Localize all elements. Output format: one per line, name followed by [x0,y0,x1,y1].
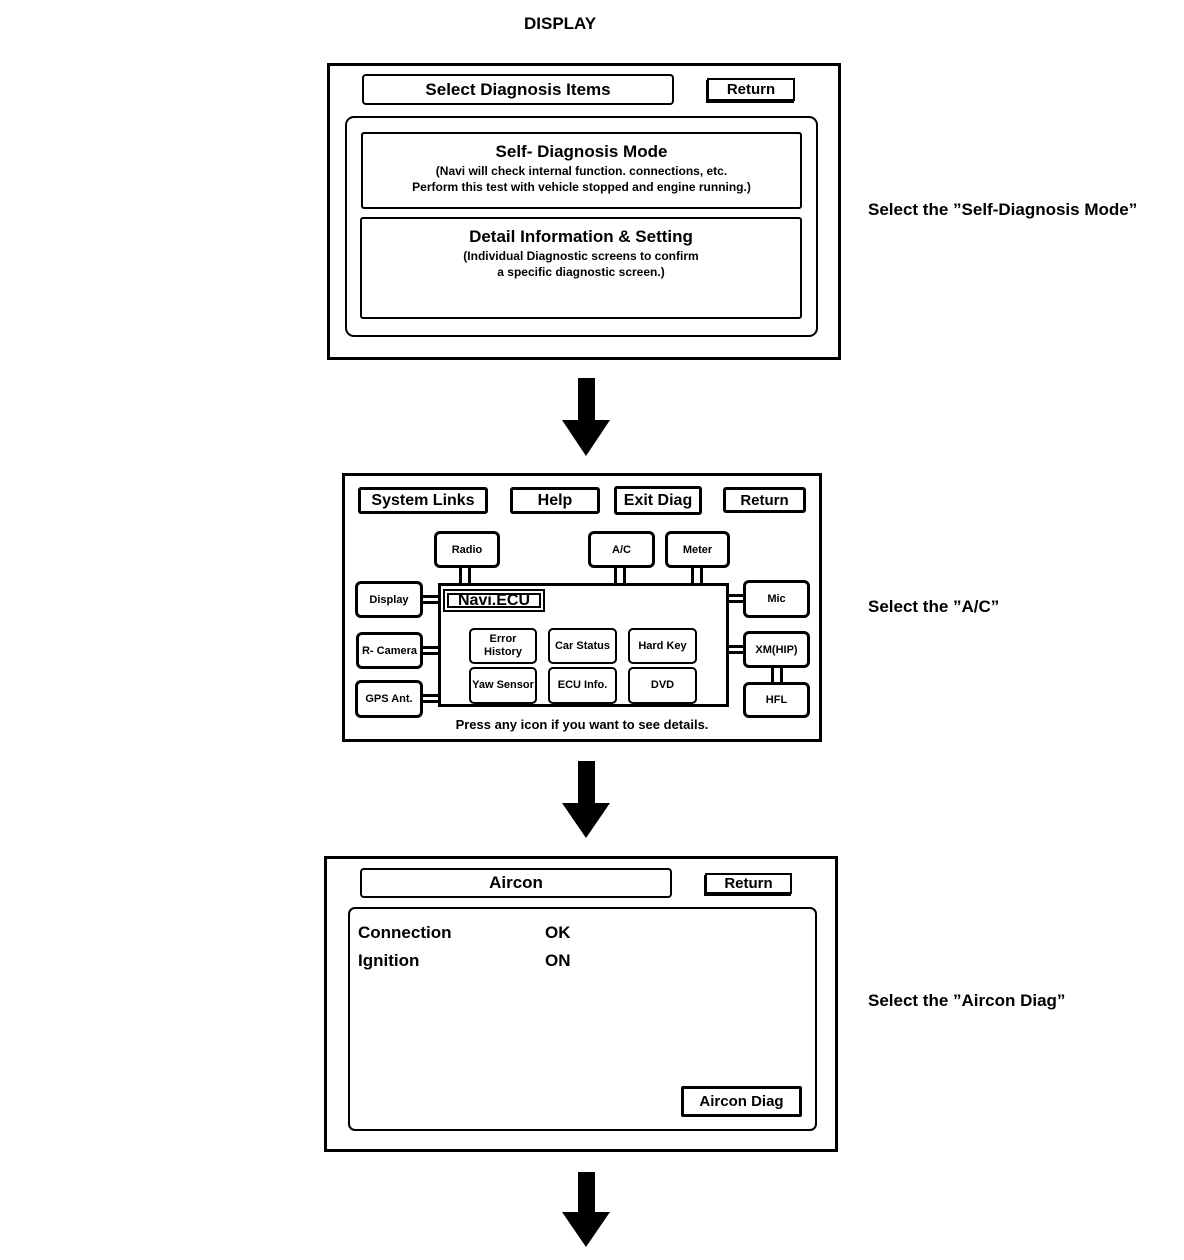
status-value: ON [545,951,571,970]
status-row-connection: Connection OK [358,919,571,947]
option-description-line: a specific diagnostic screen.) [497,265,665,279]
connector-radio [459,568,471,583]
connector-gps-ant [423,694,438,703]
gps-ant-node[interactable]: GPS Ant. [355,680,423,718]
car-status-button[interactable]: Car Status [548,628,617,664]
option-description-line: (Individual Diagnostic screens to confir… [463,249,699,263]
xm-hip-node[interactable]: XM(HIP) [743,631,810,668]
system-links-button[interactable]: System Links [358,487,488,514]
status-value: OK [545,923,571,942]
aircon-status-panel: Connection OK Ignition ON Aircon Diag [348,907,817,1131]
status-label: Ignition [358,951,420,970]
flow-arrow-down-icon [562,1172,610,1247]
option-description-line: Perform this test with vehicle stopped a… [412,180,751,194]
self-diagnosis-mode-option[interactable]: Self- Diagnosis Mode (Navi will check in… [361,132,802,209]
annotation-select-self-diagnosis-mode: Select the ”Self-Diagnosis Mode” [868,200,1138,219]
screen1-title: Select Diagnosis Items [362,74,674,105]
hfl-node[interactable]: HFL [743,682,810,718]
screen2-return-button[interactable]: Return [723,487,806,513]
dvd-button[interactable]: DVD [628,667,697,704]
error-history-button[interactable]: Error History [469,628,537,664]
screen-aircon: Aircon Return Connection OK Ignition ON … [324,856,838,1152]
screen2-footer-note: Press any icon if you want to see detail… [455,717,709,732]
radio-node[interactable]: Radio [434,531,500,568]
ac-node[interactable]: A/C [588,531,655,568]
status-label: Connection [358,923,452,942]
navi-ecu-label-box: Navi.ECU [443,589,545,612]
hard-key-button[interactable]: Hard Key [628,628,697,664]
screen-system-links: System Links Help Exit Diag Return Radio… [342,473,822,742]
connector-display [423,595,438,604]
yaw-sensor-button[interactable]: Yaw Sensor [469,667,537,704]
aircon-diag-button[interactable]: Aircon Diag [681,1086,802,1117]
option-heading: Self- Diagnosis Mode [495,142,668,161]
display-node[interactable]: Display [355,581,423,618]
mic-node[interactable]: Mic [743,580,810,618]
option-heading: Detail Information & Setting [469,227,693,246]
screen3-title: Aircon [360,868,672,898]
connector-hfl [771,668,783,682]
connector-mic [729,594,743,603]
page-title: DISPLAY [524,14,597,33]
screen1-return-button[interactable]: Return [707,78,795,101]
screen1-options-group: Self- Diagnosis Mode (Navi will check in… [345,116,818,337]
screen3-return-button[interactable]: Return [705,873,792,894]
connector-ac [614,568,626,583]
flow-arrow-down-icon [562,761,610,838]
r-camera-node[interactable]: R- Camera [356,632,423,669]
navi-ecu-label: Navi.ECU [447,592,541,609]
connector-xm-hip [729,645,743,654]
exit-diag-button[interactable]: Exit Diag [614,486,702,515]
meter-node[interactable]: Meter [665,531,730,568]
connector-r-camera [423,646,438,655]
annotation-select-aircon-diag: Select the ”Aircon Diag” [868,991,1066,1010]
option-description-line: (Navi will check internal function. conn… [435,164,728,178]
status-row-ignition: Ignition ON [358,947,571,975]
detail-information-setting-option[interactable]: Detail Information & Setting (Individual… [360,217,802,319]
ecu-info-button[interactable]: ECU Info. [548,667,617,704]
help-button[interactable]: Help [510,487,600,514]
flow-arrow-down-icon [562,378,610,456]
screen-select-diagnosis-items: Select Diagnosis Items Return Self- Diag… [327,63,841,360]
connector-meter [691,568,703,583]
annotation-select-ac: Select the ”A/C” [868,597,1000,616]
